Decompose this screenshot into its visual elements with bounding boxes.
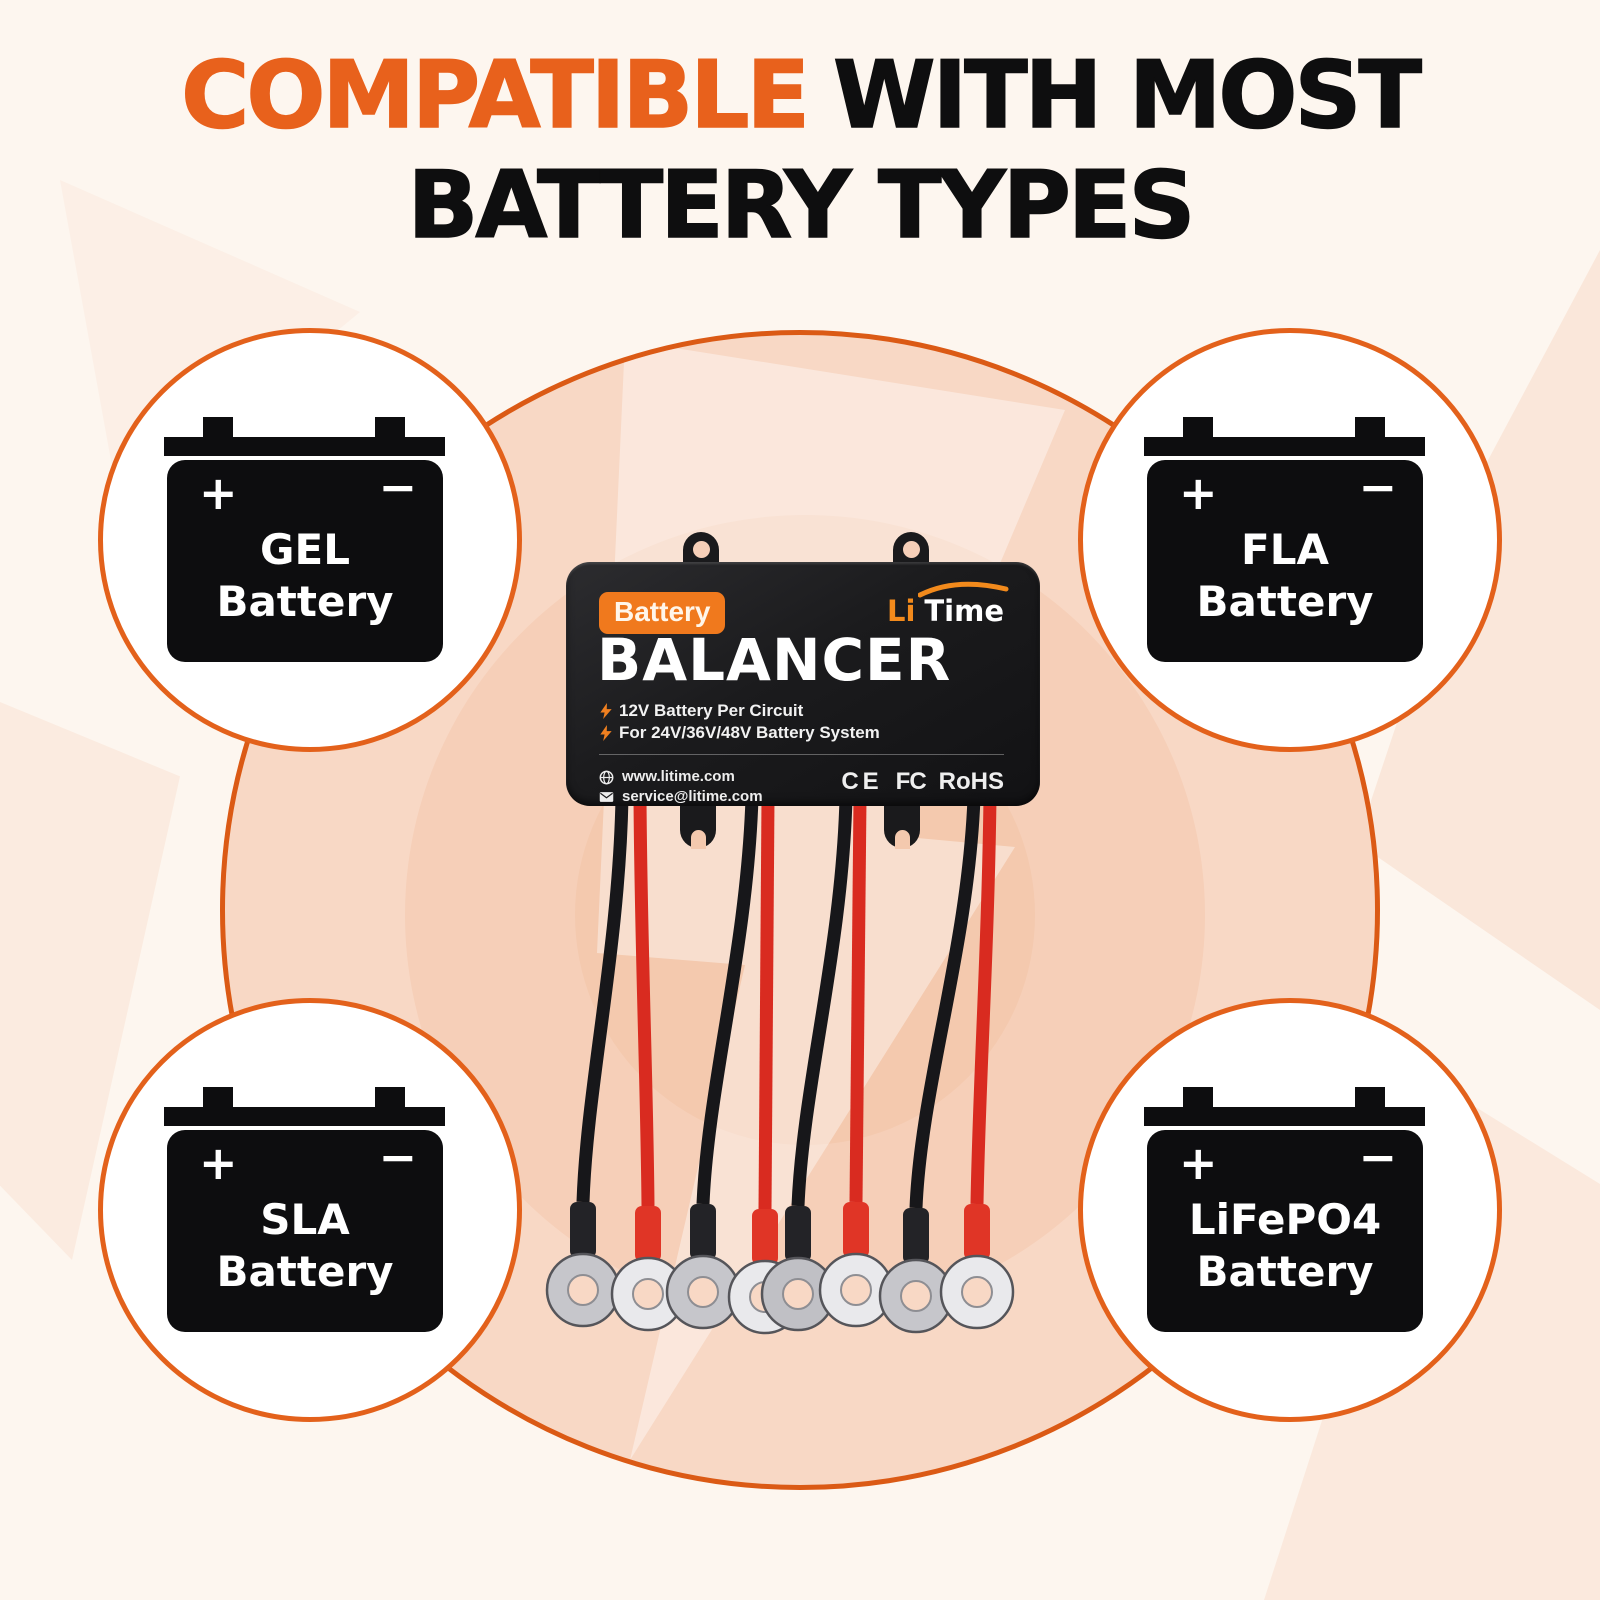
globe-icon bbox=[599, 770, 614, 784]
battery-circle-lifepo4: + − LiFePO4 Battery bbox=[1078, 998, 1502, 1422]
battery-cap-bar bbox=[164, 437, 445, 456]
brand-part-time: Time bbox=[918, 581, 1009, 628]
mounting-hole bbox=[692, 541, 710, 558]
title-line1-rest: WITH MOST bbox=[832, 40, 1422, 150]
battery-terminal-post bbox=[1355, 417, 1385, 439]
battery-cap-bar bbox=[1144, 437, 1425, 456]
lightning-icon bbox=[600, 702, 612, 719]
minus-symbol: − bbox=[378, 460, 417, 514]
battery-type-label: FLA bbox=[1241, 525, 1329, 574]
wire-black bbox=[760, 797, 853, 1332]
contact-block: www.litime.com service@litime.com bbox=[599, 767, 763, 807]
battery-icon: + − GEL Battery bbox=[167, 460, 443, 662]
feature-list: 12V Battery Per Circuit For 24V/36V/48V … bbox=[600, 700, 880, 744]
brand-part-li: Li bbox=[886, 594, 916, 628]
brand-swoosh-icon bbox=[918, 581, 1009, 598]
title-highlight: COMPATIBLE bbox=[180, 40, 810, 150]
battery-icon: + − LiFePO4 Battery bbox=[1147, 1130, 1423, 1332]
minus-symbol: − bbox=[378, 1130, 417, 1184]
brand-logo: Li Time bbox=[886, 581, 1009, 628]
battery-type-label: SLA bbox=[260, 1195, 350, 1244]
battery-terminal-post bbox=[1355, 1087, 1385, 1109]
feature-text: For 24V/36V/48V Battery System bbox=[619, 723, 880, 742]
wire-black bbox=[545, 797, 629, 1328]
battery-type-label: LiFePO4 bbox=[1188, 1195, 1382, 1244]
minus-symbol: − bbox=[1358, 460, 1397, 514]
device-faceplate: Battery Li Time BALANCER 12V Battery Per… bbox=[566, 562, 1040, 806]
battery-balancer-device: Battery Li Time BALANCER 12V Battery Per… bbox=[555, 525, 1050, 860]
mail-icon bbox=[599, 792, 614, 802]
mounting-notch bbox=[894, 830, 910, 849]
device-tag: Battery bbox=[599, 592, 726, 634]
feature-row: 12V Battery Per Circuit bbox=[600, 700, 880, 722]
fcc-mark: FC bbox=[895, 768, 927, 795]
title-line-2: BATTERY TYPES bbox=[407, 150, 1196, 260]
ce-mark: CE bbox=[841, 768, 883, 795]
product-name: BALANCER bbox=[597, 626, 952, 694]
plus-symbol: + bbox=[199, 1136, 238, 1190]
battery-circle-sla: + − SLA Battery bbox=[98, 998, 522, 1422]
wire-black bbox=[878, 797, 981, 1334]
battery-terminal-post bbox=[375, 417, 405, 439]
mounting-tab bbox=[884, 806, 920, 849]
battery-terminal-post bbox=[1183, 417, 1213, 439]
certification-marks: CE FC RoHS bbox=[841, 768, 1004, 796]
feature-text: 12V Battery Per Circuit bbox=[619, 701, 804, 720]
website-text: www.litime.com bbox=[622, 768, 735, 785]
minus-symbol: − bbox=[1358, 1130, 1397, 1184]
lightning-icon bbox=[600, 724, 612, 741]
plus-symbol: + bbox=[199, 466, 238, 520]
battery-terminal-post bbox=[203, 1087, 233, 1109]
battery-word-label: Battery bbox=[216, 1247, 394, 1296]
battery-circle-gel: + − GEL Battery bbox=[98, 328, 522, 752]
battery-icon: + − SLA Battery bbox=[167, 1130, 443, 1332]
wire-black bbox=[665, 797, 759, 1330]
plus-symbol: + bbox=[1179, 466, 1218, 520]
battery-terminal-post bbox=[1183, 1087, 1213, 1109]
battery-cap-bar bbox=[1144, 1107, 1425, 1126]
battery-circle-fla: + − FLA Battery bbox=[1078, 328, 1502, 752]
email-row: service@litime.com bbox=[599, 787, 763, 807]
battery-terminal-post bbox=[375, 1087, 405, 1109]
battery-type-label: GEL bbox=[260, 525, 350, 574]
plus-symbol: + bbox=[1179, 1136, 1218, 1190]
divider-line bbox=[599, 754, 1004, 755]
feature-row: For 24V/36V/48V Battery System bbox=[600, 722, 880, 744]
battery-word-label: Battery bbox=[1196, 1247, 1374, 1296]
battery-cap-bar bbox=[164, 1107, 445, 1126]
mounting-notch bbox=[690, 830, 706, 849]
rohs-mark: RoHS bbox=[938, 768, 1004, 795]
website-row: www.litime.com bbox=[599, 767, 763, 787]
wire-red bbox=[939, 797, 1015, 1330]
mounting-tab bbox=[680, 806, 716, 849]
mounting-hole bbox=[902, 541, 920, 558]
wire-red bbox=[818, 797, 894, 1328]
battery-icon: + − FLA Battery bbox=[1147, 460, 1423, 662]
battery-word-label: Battery bbox=[216, 577, 394, 626]
email-text: service@litime.com bbox=[622, 788, 763, 805]
battery-word-label: Battery bbox=[1196, 577, 1374, 626]
battery-terminal-post bbox=[203, 417, 233, 439]
